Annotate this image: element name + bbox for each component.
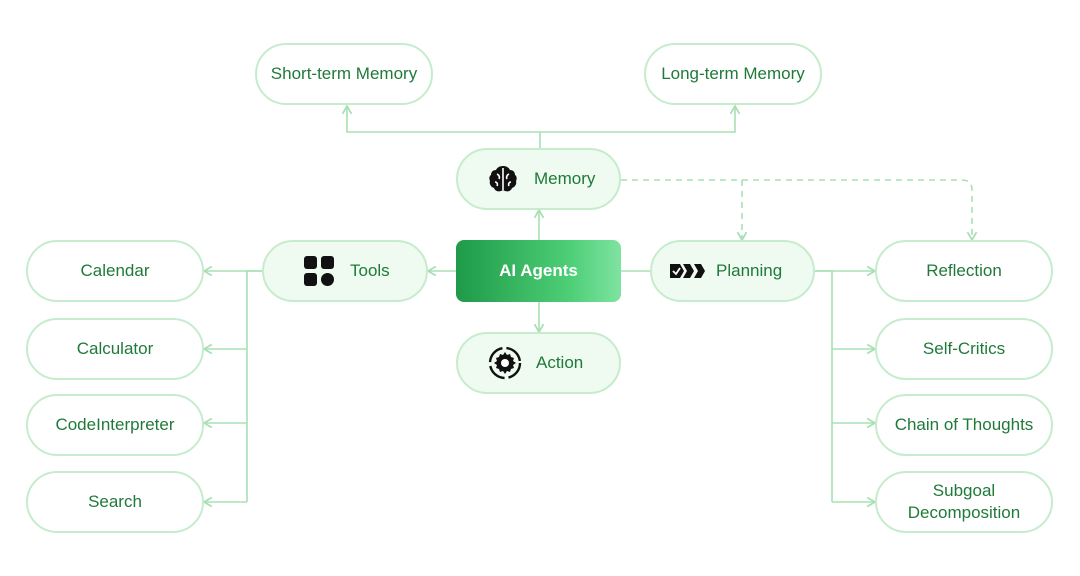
- subgoal-decomposition-label: Subgoal Decomposition: [907, 481, 1021, 522]
- memory-to-short-term-line: [341, 104, 541, 148]
- memory-node: Memory: [456, 148, 621, 210]
- tools-label: Tools: [350, 261, 390, 280]
- action-node: Action: [456, 332, 621, 394]
- gear-cycle-icon: [488, 346, 522, 380]
- tools-trunk-line: [246, 270, 262, 502]
- long-term-memory-label: Long-term Memory: [661, 64, 805, 83]
- self-critics-node: Self-Critics: [875, 318, 1053, 380]
- codeinterpreter-node: CodeInterpreter: [26, 394, 204, 456]
- memory-to-planning-dashed-line: [621, 179, 748, 242]
- self-critics-label: Self-Critics: [922, 339, 1006, 358]
- action-label: Action: [536, 353, 584, 372]
- ai-agents-label: AI Agents: [499, 261, 578, 280]
- long-term-memory-node: Long-term Memory: [644, 43, 822, 105]
- calendar-label: Calendar: [80, 261, 150, 280]
- search-node: Search: [26, 471, 204, 533]
- short-term-memory-label: Short-term Memory: [270, 64, 418, 83]
- apps-grid-icon: [302, 254, 336, 288]
- memory-label: Memory: [534, 169, 596, 188]
- chain-of-thoughts-node: Chain of Thoughts: [875, 394, 1053, 456]
- memory-to-reflection-dashed-line: [742, 179, 978, 242]
- search-label: Search: [88, 492, 142, 511]
- tools-node: Tools: [262, 240, 428, 302]
- calculator-node: Calculator: [26, 318, 204, 380]
- calendar-node: Calendar: [26, 240, 204, 302]
- subgoal-decomposition-node: Subgoal Decomposition: [875, 471, 1053, 533]
- brain-icon: [486, 162, 520, 196]
- calculator-label: Calculator: [76, 339, 154, 358]
- ai-agents-node: AI Agents: [456, 240, 621, 302]
- memory-to-long-term-line: [540, 104, 741, 133]
- forward-arrows-icon: [670, 254, 706, 288]
- chain-of-thoughts-label: Chain of Thoughts: [894, 415, 1034, 434]
- short-term-memory-node: Short-term Memory: [255, 43, 433, 105]
- reflection-node: Reflection: [875, 240, 1053, 302]
- planning-node: Planning: [650, 240, 815, 302]
- reflection-label: Reflection: [926, 261, 1002, 280]
- codeinterpreter-label: CodeInterpreter: [55, 415, 175, 434]
- planning-trunk-line: [814, 270, 833, 502]
- planning-label: Planning: [716, 261, 783, 280]
